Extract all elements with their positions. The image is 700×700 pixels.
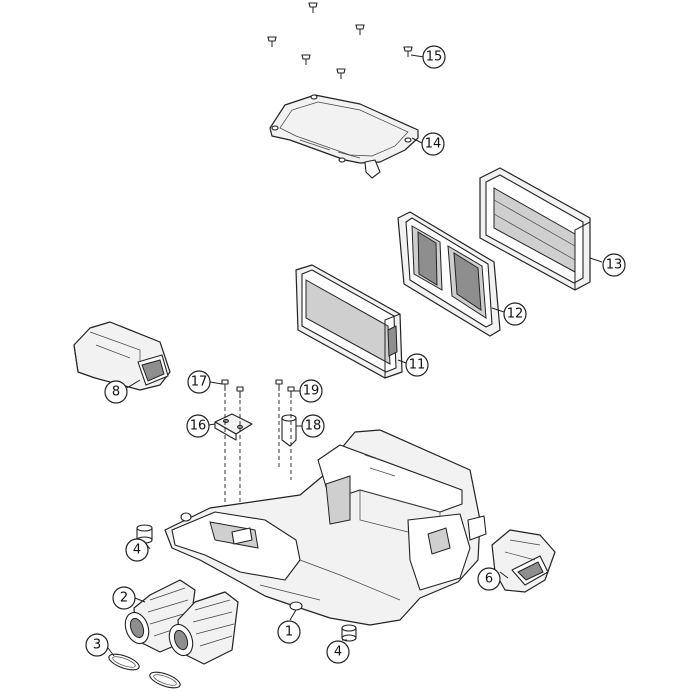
callout-16: 16 bbox=[186, 414, 210, 438]
svg-text:4: 4 bbox=[334, 645, 342, 660]
callout-14: 14 bbox=[421, 132, 445, 156]
svg-text:4: 4 bbox=[133, 543, 141, 558]
callout-1: 1 bbox=[277, 620, 301, 644]
callout-17: 17 bbox=[187, 370, 211, 394]
callout-12: 12 bbox=[503, 302, 527, 326]
svg-text:16: 16 bbox=[190, 419, 207, 434]
svg-text:1: 1 bbox=[285, 625, 293, 640]
callout-11: 11 bbox=[405, 353, 429, 377]
airbox-cover-14 bbox=[269, 94, 419, 179]
callout-13: 13 bbox=[602, 253, 626, 277]
svg-text:17: 17 bbox=[191, 375, 208, 390]
svg-text:8: 8 bbox=[112, 385, 120, 400]
bracket-16 bbox=[214, 413, 253, 441]
svg-text:2: 2 bbox=[120, 591, 128, 606]
assembly-lines bbox=[224, 393, 292, 520]
clamp-3b bbox=[149, 671, 181, 689]
callout-2: 2 bbox=[112, 586, 136, 610]
callout-15: 15 bbox=[422, 45, 446, 69]
callout-18: 18 bbox=[301, 414, 325, 438]
svg-text:19: 19 bbox=[303, 384, 320, 399]
filter-12 bbox=[397, 211, 501, 337]
intake-boot-2b bbox=[168, 591, 239, 665]
svg-text:3: 3 bbox=[93, 638, 101, 653]
callout-4-right: 4 bbox=[326, 640, 350, 664]
screws-17 bbox=[221, 379, 244, 398]
callout-3: 3 bbox=[85, 633, 109, 657]
svg-text:13: 13 bbox=[606, 258, 623, 273]
callout-19: 19 bbox=[299, 379, 323, 403]
duct-6 bbox=[491, 529, 556, 593]
clamp-3a bbox=[108, 653, 140, 671]
callout-8: 8 bbox=[104, 380, 128, 404]
sleeve-18 bbox=[281, 414, 297, 447]
callout-4-left: 4 bbox=[125, 538, 149, 562]
filter-frame-13 bbox=[479, 167, 591, 291]
screws-15 bbox=[267, 2, 413, 79]
svg-text:14: 14 bbox=[425, 137, 442, 152]
airbox-housing-1 bbox=[164, 429, 487, 626]
intake-duct-8 bbox=[73, 321, 171, 391]
callout-6: 6 bbox=[477, 567, 501, 591]
svg-text:12: 12 bbox=[507, 307, 524, 322]
svg-text:6: 6 bbox=[485, 572, 493, 587]
svg-text:15: 15 bbox=[426, 50, 443, 65]
filter-11 bbox=[295, 264, 403, 379]
bushing-4-right bbox=[341, 624, 357, 642]
svg-text:18: 18 bbox=[305, 419, 322, 434]
svg-text:11: 11 bbox=[409, 358, 426, 373]
